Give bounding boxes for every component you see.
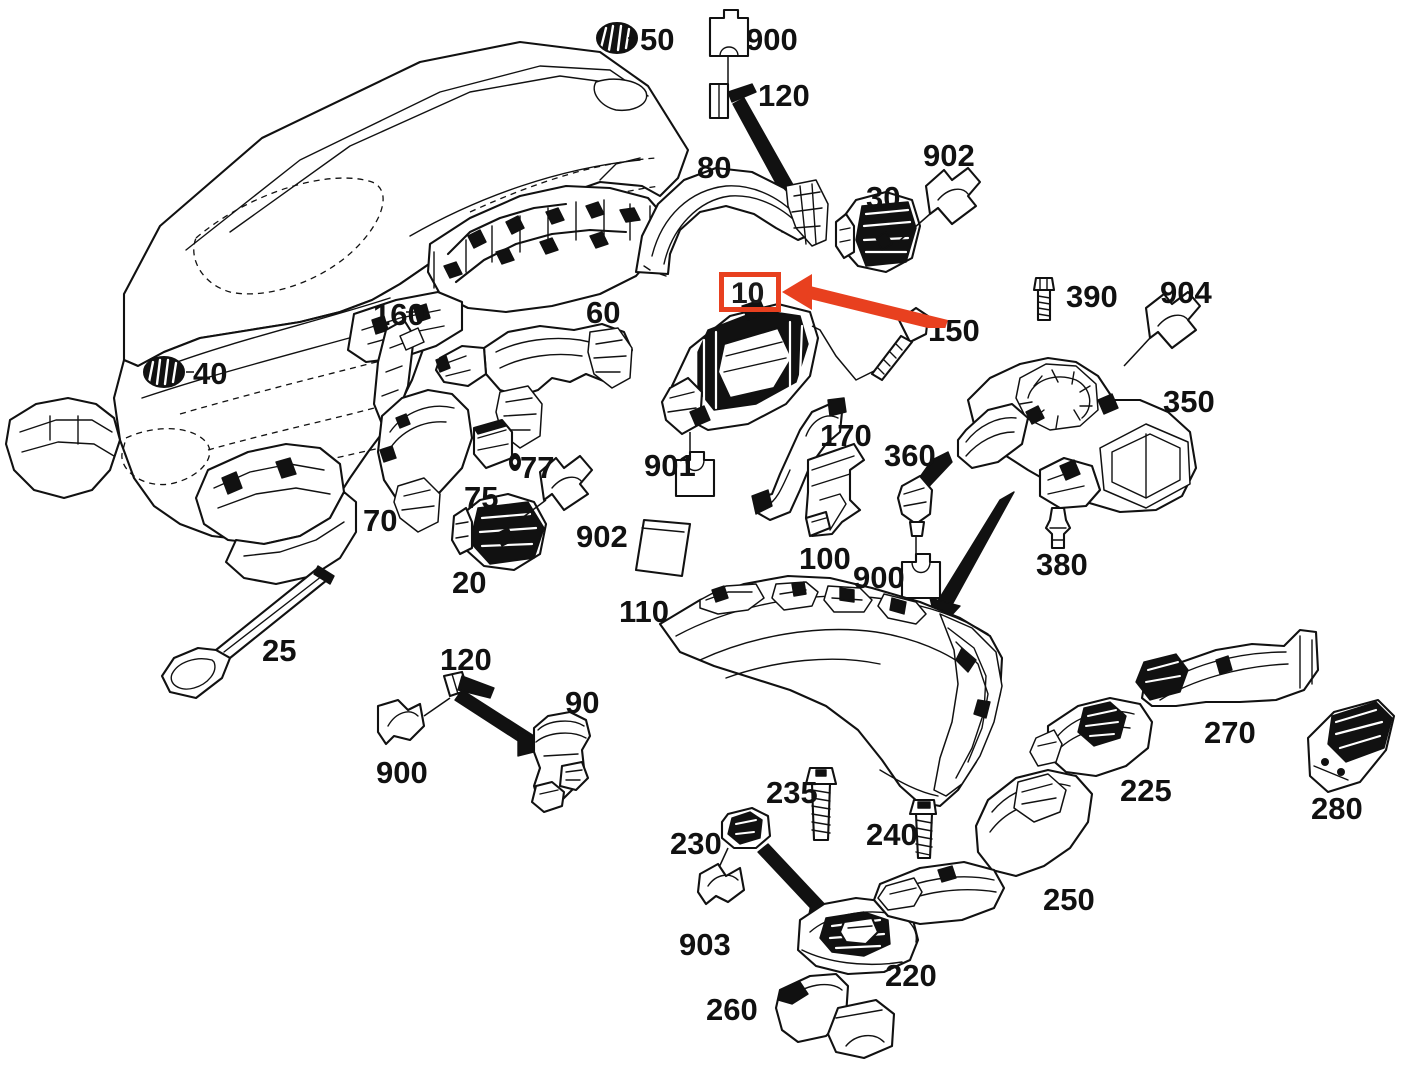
part-40-speaker-grille [143,356,185,388]
part-390-screw [1032,276,1056,322]
callout-903[interactable]: 903 [679,927,731,962]
callout-60[interactable]: 60 [586,295,621,330]
part-902-connector-top [897,166,982,243]
callout-10[interactable]: 10 [731,277,765,310]
callout-90[interactable]: 90 [565,685,600,720]
part-240-screw [908,798,938,860]
part-230-latch [715,806,772,875]
dashboard-assembly [4,40,690,586]
callout-902-mid[interactable]: 902 [576,519,628,554]
callout-900-top[interactable]: 900 [746,22,798,57]
part-904-connector [1123,290,1202,367]
part-70-air-outlet [376,388,474,533]
callout-901[interactable]: 901 [644,448,696,483]
part-900-clip-mid [900,552,942,600]
part-380-pin [1044,506,1072,550]
callout-170[interactable]: 170 [820,418,872,453]
part-270-air-duct [1135,628,1320,708]
highlight-box-part-10 [719,272,781,312]
callout-110[interactable]: 110 [619,594,670,629]
callout-360[interactable]: 360 [884,438,936,473]
part-900-clip-lower [376,697,451,746]
callout-270[interactable]: 270 [1204,715,1256,750]
callout-240[interactable]: 240 [866,817,918,852]
callout-902-top[interactable]: 902 [923,138,975,173]
callout-77[interactable]: 77 [520,450,555,485]
part-360-actuator [896,451,953,562]
callout-380[interactable]: 380 [1036,547,1088,582]
part-77-grommet [509,453,521,471]
callout-225[interactable]: 225 [1120,773,1172,808]
part-250-air-duct [872,768,1094,926]
callout-900-low[interactable]: 900 [376,755,428,790]
part-350-blower-housing [956,356,1198,514]
callout-280[interactable]: 280 [1311,791,1363,826]
part-100-bracket [804,442,866,538]
callout-220[interactable]: 220 [885,958,937,993]
part-25-removal-tool [160,565,335,700]
callout-20[interactable]: 20 [452,565,487,600]
part-110-foam-pad [634,518,692,578]
callout-30[interactable]: 30 [866,180,901,215]
part-30-vent-nozzle [834,190,922,274]
part-903-connector [696,862,746,906]
part-170-hose [751,397,847,522]
callout-25[interactable]: 25 [262,633,297,668]
callout-120-low[interactable]: 120 [440,642,492,677]
callout-160[interactable]: 160 [373,297,425,332]
callout-390[interactable]: 390 [1066,279,1118,314]
red-pointer-arrow [782,274,948,328]
callout-260[interactable]: 260 [706,992,758,1027]
callout-50[interactable]: 50 [640,22,675,57]
part-901-connector [674,450,716,498]
callout-120-top[interactable]: 120 [758,78,810,113]
assembly-arrow-console [929,491,1015,631]
part-225-air-duct [1029,696,1154,778]
callout-80[interactable]: 80 [697,150,732,185]
part-80-air-duct [634,166,829,277]
part-902-connector-mid [513,454,594,525]
part-75-switch [472,418,514,470]
callout-40[interactable]: 40 [193,356,228,391]
part-60-air-duct [434,322,634,449]
callout-904[interactable]: 904 [1160,275,1212,310]
part-900-clip-top [708,8,750,86]
part-10-control-unit [660,299,901,462]
callout-350[interactable]: 350 [1163,384,1215,419]
callout-100[interactable]: 100 [799,541,851,576]
callout-75[interactable]: 75 [464,480,499,515]
part-90-gear-lever [530,710,592,814]
part-280-vent [1306,698,1396,794]
callout-70[interactable]: 70 [363,503,398,538]
callout-230[interactable]: 230 [670,826,722,861]
part-260-cover-trim [774,972,896,1060]
callout-leader-lines [186,37,636,373]
part-20-vent-nozzle [450,492,548,572]
part-50-speaker-grille [596,22,638,54]
center-console [658,574,1004,808]
callout-250[interactable]: 250 [1043,882,1095,917]
callout-900-mid[interactable]: 900 [853,560,905,595]
part-235-screw [804,766,838,842]
callout-235[interactable]: 235 [766,775,818,810]
